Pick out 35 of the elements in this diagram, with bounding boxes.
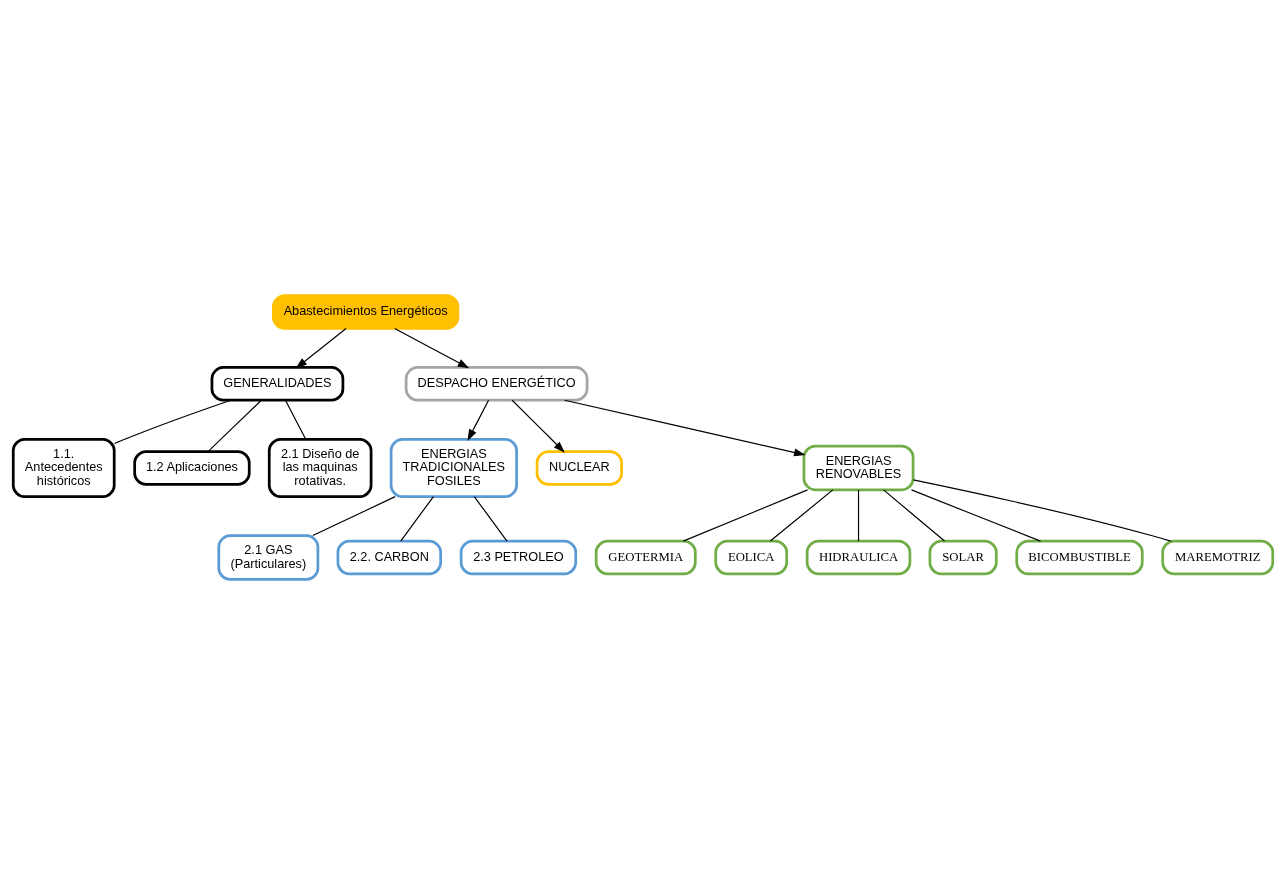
node-box: HIDRAULICA <box>805 539 912 576</box>
node-box: 2.2. CARBON <box>336 539 443 576</box>
arrow <box>564 399 806 457</box>
connector <box>312 496 396 537</box>
arrow <box>295 327 347 369</box>
connector <box>473 496 508 542</box>
node-box: ENERGIAS TRADICIONALES FOSILES <box>389 437 518 498</box>
node-box: NUCLEAR <box>535 450 623 486</box>
connector <box>207 399 262 452</box>
node-box: 1.2 Aplicaciones <box>133 450 251 486</box>
connector <box>857 489 860 542</box>
node-box: GENERALIDADES <box>210 366 345 402</box>
node-box: BICOMBUSTIBLE <box>1015 539 1144 576</box>
node-box: 2.1 Diseño de las maquinas rotativas. <box>267 437 373 498</box>
connector <box>769 489 834 542</box>
connector <box>113 399 232 445</box>
arrow <box>394 327 470 369</box>
node-box: SOLAR <box>928 539 998 576</box>
node-box: GEOTERMIA <box>594 539 697 576</box>
node-box: EOLICA <box>714 539 789 576</box>
arrow <box>467 399 490 441</box>
connector <box>912 479 1172 542</box>
node-box: MAREMOTRIZ <box>1161 539 1275 576</box>
node-box: 2.1 GAS (Particulares) <box>217 534 320 581</box>
connector <box>682 489 809 542</box>
arrow <box>511 399 565 453</box>
node-box: DESPACHO ENERGÉTICO <box>404 366 589 402</box>
connector <box>400 496 434 542</box>
connector <box>883 489 946 542</box>
node-box: Abastecimientos Energéticos <box>271 294 460 330</box>
connector <box>284 399 307 440</box>
node-box: ENERGIAS RENOVABLES <box>802 444 915 492</box>
connector <box>910 489 1042 542</box>
node-box: 1.1. Antecedentes históricos <box>11 437 116 498</box>
node-box: 2.3 PETROLEO <box>459 539 578 576</box>
